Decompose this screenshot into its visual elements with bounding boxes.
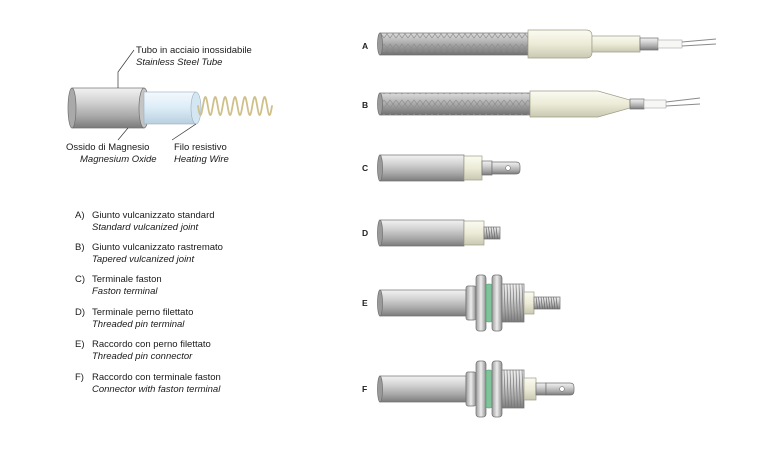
tube-label-it: Tubo in acciaio inossidabile: [136, 45, 252, 56]
svg-text:Giunto vulcanizzato rastremato: Giunto vulcanizzato rastremato: [92, 242, 223, 253]
legend-item: C) Terminale faston Faston terminal: [75, 274, 162, 297]
stainless-steel-tube: [71, 87, 145, 129]
variant-letter-b: B: [362, 100, 368, 110]
variant-c-illustration: [377, 154, 521, 182]
svg-text:Threaded pin terminal: Threaded pin terminal: [92, 319, 185, 330]
svg-text:Connector with faston terminal: Connector with faston terminal: [92, 384, 221, 395]
variant-e-illustration: [377, 274, 561, 332]
legend-item: A) Giunto vulcanizzato standard Standard…: [75, 210, 215, 233]
svg-text:Tapered vulcanized joint: Tapered vulcanized joint: [92, 254, 194, 265]
legend-item: B) Giunto vulcanizzato rastremato Tapere…: [75, 242, 223, 265]
svg-text:Faston terminal: Faston terminal: [92, 286, 158, 297]
svg-text:Giunto vulcanizzato standard: Giunto vulcanizzato standard: [92, 210, 215, 221]
tube-label-en: Stainless Steel Tube: [136, 57, 222, 68]
wire-label-en: Heating Wire: [174, 154, 229, 165]
legend-item: E) Raccordo con perno filettato Threaded…: [75, 339, 211, 362]
svg-text:Terminale perno filettato: Terminale perno filettato: [92, 307, 193, 318]
magnesium-oxide: [143, 91, 197, 125]
svg-text:D): D): [75, 307, 85, 318]
variant-letter-d: D: [362, 228, 368, 238]
variant-letter-c: C: [362, 163, 368, 173]
legend-item: F) Raccordo con terminale faston Connect…: [75, 372, 221, 395]
variant-a-illustration: [377, 29, 717, 59]
oxide-label-en: Magnesium Oxide: [80, 154, 157, 165]
heater-cross-section: Tubo in acciaio inossidabile Stainless S…: [66, 45, 273, 165]
variant-f-illustration: [377, 360, 575, 418]
variant-letter-f: F: [362, 384, 367, 394]
svg-text:E): E): [75, 339, 85, 350]
svg-text:Terminale faston: Terminale faston: [92, 274, 162, 285]
oxide-label-it: Ossido di Magnesio: [66, 142, 149, 153]
svg-text:F): F): [75, 372, 84, 383]
svg-text:Raccordo con terminale faston: Raccordo con terminale faston: [92, 372, 221, 383]
variant-b-illustration: [377, 90, 701, 118]
variant-letter-a: A: [362, 41, 368, 51]
svg-text:A): A): [75, 210, 85, 221]
svg-text:B): B): [75, 242, 85, 253]
wire-label-it: Filo resistivo: [174, 142, 227, 153]
svg-text:Threaded pin connector: Threaded pin connector: [92, 351, 193, 362]
legend: A) Giunto vulcanizzato standard Standard…: [75, 210, 223, 395]
svg-text:Raccordo con perno filettato: Raccordo con perno filettato: [92, 339, 211, 350]
heating-wire-coil: [197, 96, 273, 116]
svg-text:C): C): [75, 274, 85, 285]
svg-text:Standard vulcanized joint: Standard vulcanized joint: [92, 222, 199, 233]
legend-item: D) Terminale perno filettato Threaded pi…: [75, 307, 193, 330]
variant-letter-e: E: [362, 298, 368, 308]
variant-d-illustration: [377, 219, 501, 247]
